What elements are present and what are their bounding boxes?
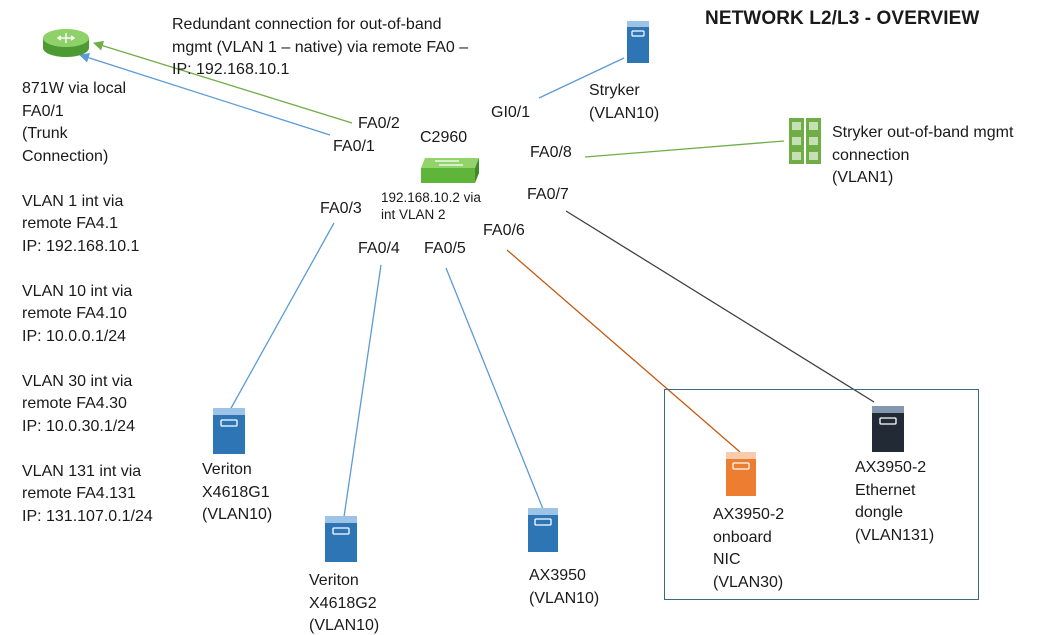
server-icon [325,516,357,562]
ax3950-2-group-box [664,389,979,600]
router-info-note: 871W via local FA0/1 (Trunk Connection) … [22,80,153,525]
port-label-fa0-6: FA0/6 [483,222,525,239]
stryker-label: Stryker (VLAN10) [589,82,660,122]
ax3950-2-dongle-label: AX3950-2 Ethernet dongle (VLAN131) [855,459,935,544]
link-fa0-7-ax-dongle [565,210,875,403]
link-gi0-1-stryker [538,57,625,99]
veriton1-label: Veriton X4618G1 (VLAN10) [202,461,273,523]
port-label-fa0-3: FA0/3 [320,200,362,217]
diagram-title: NETWORK L2/L3 - OVERVIEW [705,8,980,29]
port-label-fa0-2: FA0/2 [358,115,400,132]
port-label-fa0-5: FA0/5 [424,240,466,257]
ax3950-label: AX3950 (VLAN10) [529,567,600,607]
switch-ip: 192.168.10.2 via int VLAN 2 [381,190,481,222]
link-fa0-4-veriton2 [343,264,382,518]
port-label-gi0-1: GI0/1 [491,104,531,121]
link-fa0-8-stryker-mgmt [584,140,785,158]
server-icon [528,508,558,552]
stryker-mgmt-label: Stryker out-of-band mgmt connection (VLA… [832,124,1014,186]
switch-name: C2960 [420,129,468,146]
link-fa0-6-ax-nic [506,249,741,453]
server-orange-icon [726,452,756,496]
redundant-connection-note: Redundant connection for out-of-band mgm… [172,16,469,78]
server-green-icon [789,118,821,164]
server-icon [627,21,649,63]
server-icon [213,408,245,454]
link-fa0-2-router [93,40,353,124]
port-label-fa0-7: FA0/7 [527,186,569,203]
ax3950-2-nic-label: AX3950-2 onboard NIC (VLAN30) [713,506,785,591]
veriton2-label: Veriton X4618G2 (VLAN10) [309,572,380,634]
server-dark-icon [872,406,904,452]
port-label-fa0-1: FA0/1 [333,138,375,155]
link-fa0-3-veriton1 [229,222,335,411]
port-label-fa0-4: FA0/4 [358,240,400,257]
router-icon [43,29,89,57]
port-label-fa0-8: FA0/8 [530,144,572,161]
link-fa0-5-ax3950 [445,267,544,510]
switch-icon [421,158,479,183]
link-fa0-1-router [79,52,331,136]
